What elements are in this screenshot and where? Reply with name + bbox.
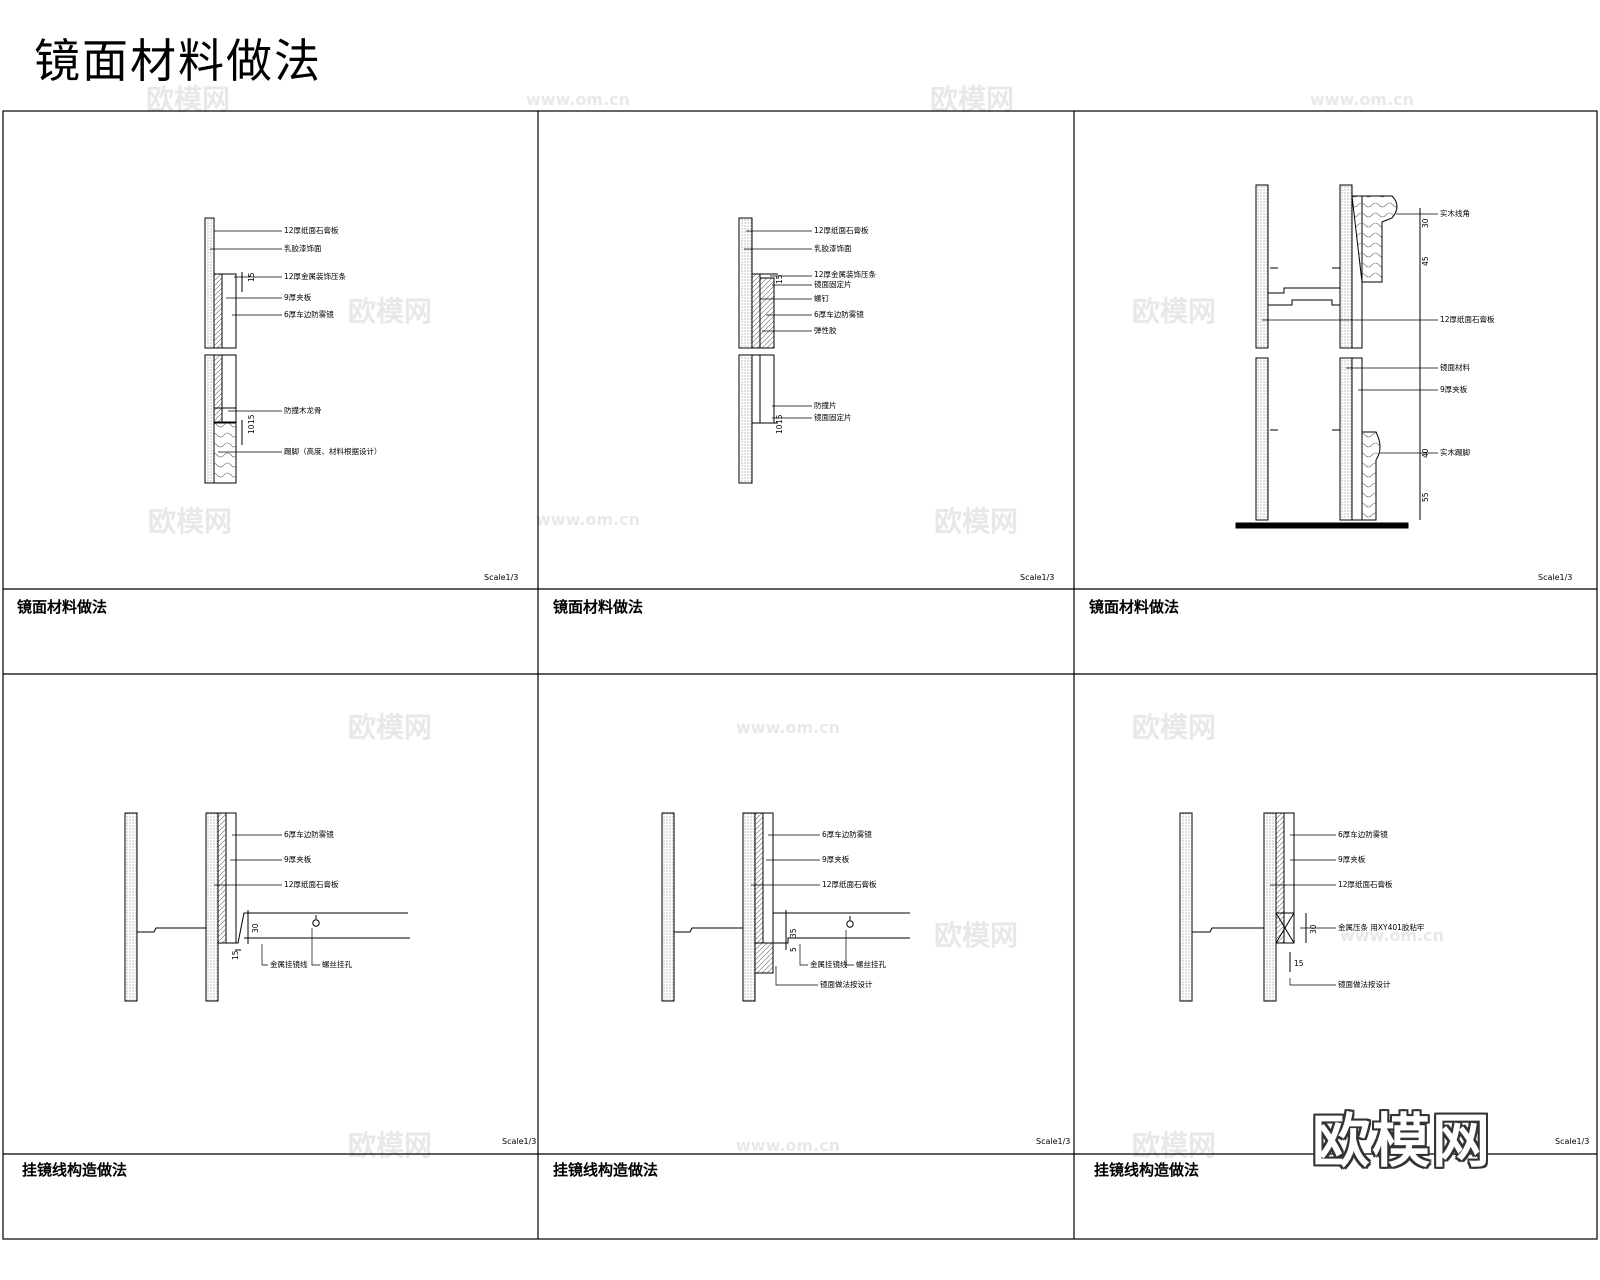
callout-label: 12厚纸面石膏板 xyxy=(1338,879,1393,889)
detail-title: 挂镜线构造做法 xyxy=(553,1161,659,1179)
callout-label: 12厚纸面石膏板 xyxy=(1440,314,1495,324)
callout-label: 12厚纸面石膏板 xyxy=(814,225,869,235)
callout-label: 6厚车边防雾镜 xyxy=(284,309,334,319)
dimension-label: 10 xyxy=(775,424,784,434)
callout-label: 12厚纸面石膏板 xyxy=(284,225,339,235)
callout-label: 6厚车边防雾镜 xyxy=(1338,829,1388,839)
dimension-label: 45 xyxy=(1421,256,1430,266)
detail-5-labels: 6厚车边防雾镜 9厚夹板 12厚纸面石膏板 金属挂镜线 螺丝挂孔 镜面做法按设计… xyxy=(789,829,886,989)
callout-label: 螺丝挂孔 xyxy=(322,959,352,969)
dimension-label: 55 xyxy=(1421,492,1430,502)
brand-logo: 欧模网 xyxy=(1312,1107,1493,1175)
callout-label: 螺丝挂孔 xyxy=(856,959,886,969)
callout-label: 9厚夹板 xyxy=(1440,384,1468,394)
callout-label: 镜面固定片 xyxy=(814,412,852,422)
callout-label: 镜面固定片 xyxy=(814,279,852,289)
detail-drawing-6 xyxy=(1179,812,1336,1002)
dimension-label: 15 xyxy=(775,274,784,284)
callout-label: 镜面做法按设计 xyxy=(820,979,873,989)
dimension-label: 10 xyxy=(247,424,256,434)
dimension-label: 30 xyxy=(251,923,260,933)
callout-label: 螺钉 xyxy=(814,293,829,303)
callout-label: 弹性胶 xyxy=(814,325,837,335)
scale-note: Scale1/3 xyxy=(484,573,519,582)
detail-title: 镜面材料做法 xyxy=(553,598,644,616)
callout-label: 实木线角 xyxy=(1440,208,1470,218)
scale-note: Scale1/3 xyxy=(1036,1137,1071,1146)
dimension-label: 15 xyxy=(247,414,256,424)
callout-label: 防撞木龙骨 xyxy=(284,405,322,415)
detail-drawing-5 xyxy=(661,812,910,1002)
dimension-label: 15 xyxy=(775,414,784,424)
callout-label: 6厚车边防雾镜 xyxy=(284,829,334,839)
callout-label: 12厚纸面石膏板 xyxy=(822,879,877,889)
dimension-label: 15 xyxy=(247,272,256,282)
detail-3-labels: 实木线角 12厚纸面石膏板 镜面材料 9厚夹板 实木踢脚 30 45 40 55 xyxy=(1421,208,1495,502)
callout-label: 9厚夹板 xyxy=(1338,854,1366,864)
detail-title: 挂镜线构造做法 xyxy=(1094,1161,1200,1179)
detail-title: 挂镜线构造做法 xyxy=(22,1161,128,1179)
callout-label: 乳胶漆饰面 xyxy=(814,243,852,253)
callout-label: 6厚车边防雾镜 xyxy=(822,829,872,839)
dimension-label: 40 xyxy=(1421,448,1430,458)
detail-6-labels: 6厚车边防雾镜 9厚夹板 12厚纸面石膏板 金属压条 用XY401胶粘牢 镜面做… xyxy=(1294,829,1425,989)
scale-note: Scale1/3 xyxy=(1020,573,1055,582)
scale-note: Scale1/3 xyxy=(1555,1137,1590,1146)
callout-label: 9厚夹板 xyxy=(284,854,312,864)
callout-label: 镜面材料 xyxy=(1440,362,1470,372)
page-title: 镜面材料做法 xyxy=(34,34,322,88)
callout-label: 金属挂镜线 xyxy=(270,959,308,969)
callout-label: 12厚金属装饰压条 xyxy=(814,269,877,279)
scale-note: Scale1/3 xyxy=(1538,573,1573,582)
callout-label: 镜面做法按设计 xyxy=(1338,979,1391,989)
detail-title: 镜面材料做法 xyxy=(1089,598,1180,616)
detail-drawing-3 xyxy=(1235,184,1438,529)
detail-drawing-1 xyxy=(204,217,282,484)
dimension-label: 15 xyxy=(231,950,240,960)
callout-label: 乳胶漆饰面 xyxy=(284,243,322,253)
dimension-label: 35 xyxy=(789,928,798,938)
callout-label: 实木踢脚 xyxy=(1440,447,1470,457)
callout-label: 金属挂镜线 xyxy=(810,959,848,969)
detail-drawing-4 xyxy=(124,812,410,1002)
scale-note: Scale1/3 xyxy=(502,1137,537,1146)
callout-label: 12厚纸面石膏板 xyxy=(284,879,339,889)
detail-drawing-2 xyxy=(738,217,812,484)
callout-label: 金属压条 用XY401胶粘牢 xyxy=(1338,922,1425,932)
callout-label: 6厚车边防雾镜 xyxy=(814,309,864,319)
detail-2-labels: 12厚纸面石膏板 乳胶漆饰面 12厚金属装饰压条 镜面固定片 螺钉 6厚车边防雾… xyxy=(775,225,877,434)
detail-4-labels: 6厚车边防雾镜 9厚夹板 12厚纸面石膏板 金属挂镜线 螺丝挂孔 30 15 xyxy=(231,829,352,969)
callout-label: 9厚夹板 xyxy=(822,854,850,864)
dimension-label: 30 xyxy=(1309,924,1318,934)
dimension-label: 5 xyxy=(789,947,798,952)
sheet-frame xyxy=(2,110,1598,1240)
callout-label: 防撞片 xyxy=(814,400,837,410)
callout-label: 9厚夹板 xyxy=(284,292,312,302)
dimension-label: 30 xyxy=(1421,218,1430,228)
detail-title: 镜面材料做法 xyxy=(17,598,108,616)
callout-label: 踢脚（高度、材料根据设计） xyxy=(284,446,382,456)
detail-1-labels: 12厚纸面石膏板 乳胶漆饰面 12厚金属装饰压条 9厚夹板 6厚车边防雾镜 防撞… xyxy=(247,225,382,456)
dimension-label: 15 xyxy=(1294,959,1304,968)
callout-label: 12厚金属装饰压条 xyxy=(284,271,347,281)
